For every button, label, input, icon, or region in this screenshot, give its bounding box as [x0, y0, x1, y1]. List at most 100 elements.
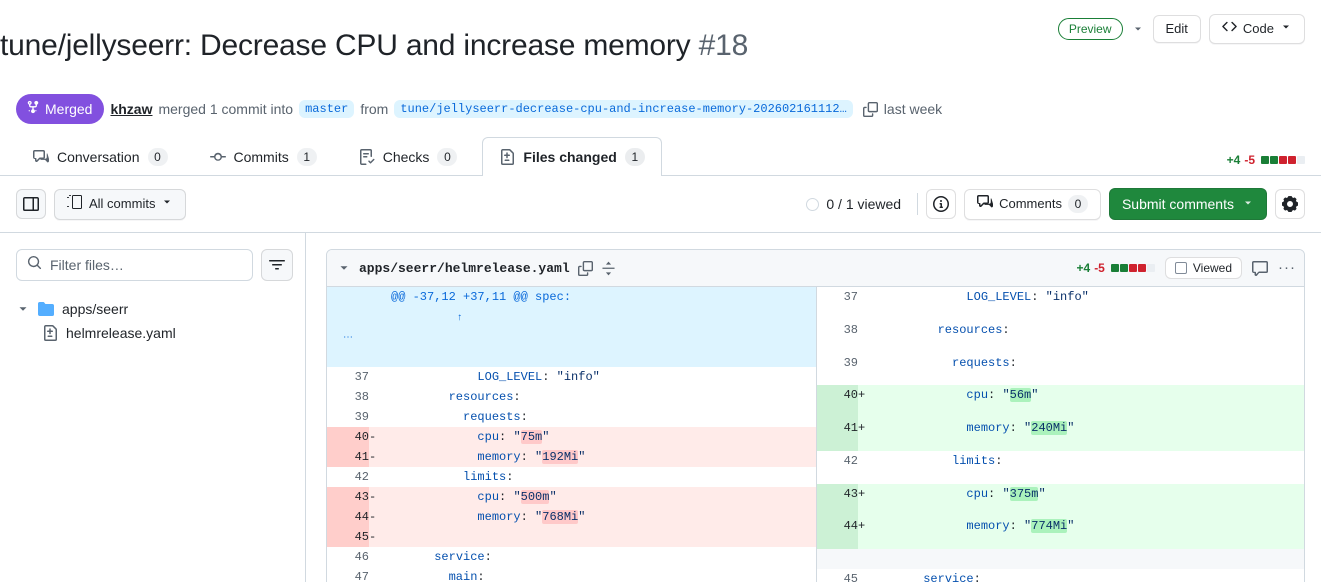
collapse-chevron-down-icon[interactable]	[337, 261, 351, 275]
edit-button[interactable]: Edit	[1152, 15, 1201, 43]
preview-badge[interactable]: Preview	[1057, 18, 1123, 40]
line-number-right[interactable]: 41	[816, 418, 858, 451]
comment-icon	[977, 194, 994, 215]
expand-up-button[interactable]: ↑⋯	[327, 287, 463, 368]
line-code: requests:	[880, 352, 1304, 386]
info-button[interactable]	[926, 189, 957, 220]
head-branch-chip[interactable]: tune/jellyseerr-decrease-cpu-and-increas…	[394, 100, 853, 119]
search-input-placeholder: Filter files…	[50, 257, 124, 274]
file-diffstat-block	[1128, 264, 1137, 273]
diff-row: 47 main:	[327, 567, 816, 582]
author-link[interactable]: khzaw	[110, 101, 153, 118]
line-number-right[interactable]: 39	[816, 352, 858, 386]
files-toolbar-right: 0 / 1 viewed Comments 0 Submit comments	[806, 188, 1305, 221]
copy-path-icon[interactable]	[577, 260, 593, 276]
diff-row-deleted: 44 - memory: "768Mi"	[327, 507, 816, 528]
code-button-label: Code	[1242, 21, 1274, 36]
tab-commits[interactable]: Commits 1	[193, 137, 334, 176]
file-diffstat-block	[1110, 264, 1119, 273]
preview-chevron-down-icon[interactable]	[1131, 19, 1145, 39]
comments-button[interactable]: Comments 0	[964, 188, 1101, 220]
expand-collapse-icon[interactable]	[601, 261, 616, 276]
line-number-left[interactable]: 44	[327, 507, 369, 528]
line-mark	[858, 450, 880, 484]
code-button[interactable]: Code	[1208, 14, 1305, 44]
line-number-right[interactable]: 43	[816, 483, 858, 517]
submit-comments-button[interactable]: Submit comments	[1108, 188, 1267, 221]
chevron-down-icon	[16, 302, 30, 316]
tab-checks[interactable]: Checks 0	[342, 137, 475, 176]
line-number-left[interactable]: 47	[327, 567, 369, 582]
viewed-checkbox[interactable]: Viewed	[1164, 257, 1242, 280]
line-mark	[369, 407, 391, 428]
line-number-left[interactable]: 40	[327, 427, 369, 448]
filter-row: Filter files…	[16, 249, 293, 282]
pr-number: #18	[698, 29, 749, 63]
line-number-left[interactable]: 39	[327, 407, 369, 428]
file-diffstat-block	[1137, 264, 1146, 273]
viewed-progress-label: 0 / 1 viewed	[826, 196, 902, 213]
line-mark: -	[369, 507, 391, 528]
filter-button[interactable]	[261, 249, 293, 282]
hunk-mark	[369, 287, 391, 368]
diff-split-view: ↑⋯ @@ -37,12 +37,11 @@ spec: 37 LOG_LEVE…	[327, 287, 1304, 582]
diff-file-header-right: +4 -5 Viewed	[1077, 257, 1297, 280]
file-diffstat-blocks	[1110, 264, 1155, 273]
diff-table-left: ↑⋯ @@ -37,12 +37,11 @@ spec: 37 LOG_LEVE…	[327, 287, 816, 582]
all-commits-label: All commits	[89, 196, 156, 212]
line-number-left[interactable]: 42	[327, 467, 369, 488]
copy-icon[interactable]	[862, 101, 878, 117]
tab-commits-count: 1	[296, 148, 317, 167]
line-number-left[interactable]: 41	[327, 447, 369, 468]
line-mark: +	[858, 516, 880, 549]
line-mark	[369, 547, 391, 568]
tab-conversation[interactable]: Conversation 0	[16, 137, 185, 176]
line-number-right[interactable]: 44	[816, 516, 858, 549]
line-code: requests:	[391, 407, 816, 428]
line-number-right	[816, 548, 858, 569]
line-number-left[interactable]: 46	[327, 547, 369, 568]
diff-row-empty	[816, 548, 1304, 569]
timestamp: last week	[883, 101, 943, 118]
file-diffstat-block	[1119, 264, 1128, 273]
line-number-right[interactable]: 40	[816, 385, 858, 419]
base-branch-chip[interactable]: master	[299, 100, 355, 119]
line-mark	[858, 319, 880, 353]
line-mark	[369, 567, 391, 582]
line-number-right[interactable]: 42	[816, 450, 858, 484]
line-number-right[interactable]: 45	[816, 568, 858, 582]
search-input[interactable]: Filter files…	[16, 249, 253, 282]
diff-row: 45 service:	[816, 568, 1304, 582]
title-actions: Preview Edit Code	[1057, 4, 1305, 44]
line-number-left[interactable]: 37	[327, 367, 369, 388]
line-mark	[858, 568, 880, 582]
tab-files-changed[interactable]: Files changed 1	[482, 137, 662, 177]
expand-up-icon: ↑⋯	[343, 313, 463, 345]
line-number-right[interactable]: 38	[816, 319, 858, 353]
tree-file-row[interactable]: helmrelease.yaml	[16, 321, 293, 345]
pr-meta-row: Merged khzaw merged 1 commit into master…	[16, 94, 1305, 125]
diff-row: 39 requests:	[327, 407, 816, 428]
diff-row: 37 LOG_LEVEL: "info"	[816, 287, 1304, 320]
line-mark: -	[369, 527, 391, 548]
line-mark	[369, 467, 391, 488]
gear-icon[interactable]	[1275, 189, 1305, 220]
tree-folder-row[interactable]: apps/seerr	[16, 297, 293, 321]
status-badge-label: Merged	[45, 101, 93, 118]
line-number-left[interactable]: 43	[327, 487, 369, 508]
toggle-sidebar-button[interactable]	[16, 189, 46, 220]
viewed-label: Viewed	[1192, 261, 1232, 276]
file-options-kebab-icon[interactable]: ···	[1278, 259, 1296, 277]
diff-file-path[interactable]: apps/seerr/helmrelease.yaml	[359, 260, 570, 276]
diff-row-deleted: 41 - memory: "192Mi"	[327, 447, 816, 468]
diff-row: 38 resources:	[327, 387, 816, 408]
line-code: cpu: "500m"	[391, 487, 816, 508]
tab-list: Conversation 0 Commits 1 Checks 0	[16, 136, 662, 177]
file-comment-icon[interactable]	[1252, 260, 1268, 277]
diff-row-added: 43 + cpu: "375m"	[816, 483, 1304, 517]
line-number-left[interactable]: 38	[327, 387, 369, 408]
line-number-right[interactable]: 37	[816, 287, 858, 320]
hunk-header-row: ↑⋯ @@ -37,12 +37,11 @@ spec:	[327, 287, 816, 368]
line-number-left[interactable]: 45	[327, 527, 369, 548]
all-commits-dropdown[interactable]: All commits	[54, 188, 187, 220]
